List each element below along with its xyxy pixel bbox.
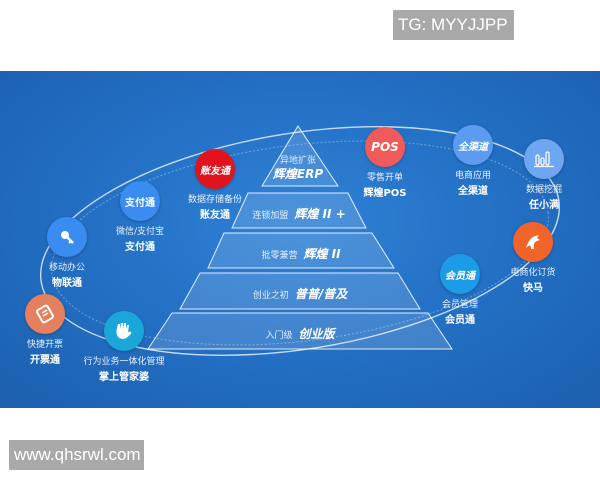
product-name: 掌上管家婆 (99, 372, 149, 383)
product-zhangshangguanjiapo[interactable]: 行为业务一体化管理 掌上管家婆 (59, 311, 189, 383)
bar-chart-icon (524, 139, 564, 179)
product-desc: 行为业务一体化管理 (83, 357, 165, 367)
pyramid-tier-1: 异地扩张 辉煌ERP (248, 155, 348, 181)
product-name: 辉煌POS (363, 188, 407, 199)
product-kaipiaotong[interactable]: 快捷开票 开票通 (0, 294, 95, 366)
product-desc: 电商化订货 (510, 268, 556, 278)
pyramid-tier-3: 批零兼营辉煌 II (208, 243, 394, 262)
product-desc: 电商应用 (454, 171, 491, 181)
product-renxiaoman[interactable]: 数据挖掘 任小满 (494, 139, 594, 211)
product-huihuang-pos[interactable]: POS 零售开单 辉煌POS (335, 127, 435, 199)
tier-subtitle: 异地扩张 (279, 156, 316, 166)
ticket-icon (25, 294, 65, 334)
product-name: 开票通 (30, 355, 60, 366)
product-zhifutong[interactable]: 支付通 微信/支付宝 支付通 (90, 181, 190, 253)
product-name: 全渠道 (458, 186, 488, 197)
product-name: 账友通 (200, 210, 230, 221)
product-huiyuantong[interactable]: 会员通 会员管理 会员通 (410, 254, 510, 326)
pyramid-tier-2: 连锁加盟辉煌 II + (232, 203, 366, 222)
product-name: 会员通 (445, 315, 475, 326)
product-desc: 零售开单 (366, 173, 403, 183)
product-wuliantong[interactable]: 移动办公 物联通 (17, 217, 117, 289)
tier-product: 辉煌 II + (294, 207, 346, 221)
tier-subtitle: 入门级 (265, 331, 293, 341)
pyramid-tier-5: 入门级创业版 (148, 323, 452, 342)
tier-subtitle: 连锁加盟 (252, 211, 289, 221)
product-name: 任小满 (529, 200, 559, 211)
product-desc: 移动办公 (48, 263, 85, 273)
tier-product: 辉煌 II (303, 247, 341, 261)
tier-product: 创业版 (298, 327, 335, 341)
product-desc: 数据存储备份 (187, 195, 242, 205)
pos-logo: POS (365, 127, 405, 167)
product-desc: 微信/支付宝 (115, 227, 165, 237)
pyramid-tier-4: 创业之初普普/普及 (180, 283, 420, 302)
tier-product: 普普/普及 (294, 287, 348, 301)
orbit-lines (39, 125, 561, 356)
product-desc: 会员管理 (441, 300, 478, 310)
key-icon (47, 217, 87, 257)
huiyuantong-logo: 会员通 (440, 254, 480, 294)
hand-icon (104, 311, 144, 351)
tier-product: 辉煌ERP (272, 167, 324, 181)
product-quanqudao[interactable]: 全渠道 电商应用 全渠道 (423, 125, 523, 197)
product-name: 物联通 (52, 278, 82, 289)
product-banner: 异地扩张 辉煌ERP 连锁加盟辉煌 II + 批零兼营辉煌 II 创业之初普普/… (0, 71, 600, 408)
horse-icon (513, 222, 553, 262)
zhangyoutong-logo: 账友通 (195, 149, 235, 189)
product-zhangyoutong[interactable]: 账友通 数据存储备份 账友通 (165, 149, 265, 221)
watermark-top: TG: MYYJJPP (393, 10, 514, 40)
zhifutong-logo: 支付通 (120, 181, 160, 221)
tier-subtitle: 批零兼营 (261, 251, 298, 261)
product-name: 快马 (523, 283, 543, 294)
product-kuaima[interactable]: 电商化订货 快马 (483, 222, 583, 294)
product-desc: 快捷开票 (26, 340, 63, 350)
tier-subtitle: 创业之初 (252, 291, 289, 301)
quanqudao-logo: 全渠道 (453, 125, 493, 165)
product-desc: 数据挖掘 (525, 185, 562, 195)
product-name: 支付通 (125, 242, 155, 253)
watermark-bottom: www.qhsrwl.com (9, 440, 144, 470)
